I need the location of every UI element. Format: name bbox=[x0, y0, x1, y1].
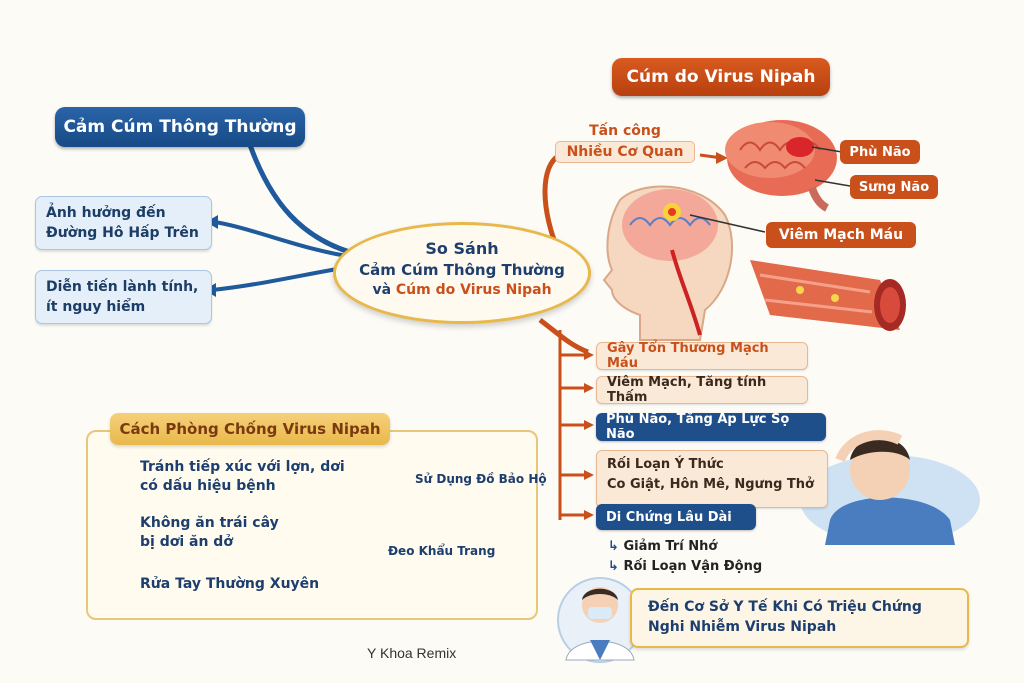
effect-consciousness: Rối Loạn Ý Thức Co Giật, Hôn Mê, Ngưng T… bbox=[596, 450, 828, 508]
center-line1: So Sánh bbox=[425, 239, 499, 258]
left-item-benign: Diễn tiến lành tính, ít nguy hiểm bbox=[35, 270, 212, 324]
sub-arrow-icon: ↳ bbox=[608, 559, 619, 574]
left-item2-line2: ít nguy hiểm bbox=[46, 299, 146, 315]
blood-vessel-icon bbox=[750, 260, 906, 331]
head-brain-icon bbox=[602, 185, 766, 341]
effect-memory: ↳ Giảm Trí Nhớ bbox=[608, 537, 717, 556]
left-title: Cảm Cúm Thông Thường bbox=[55, 107, 305, 147]
left-item2-line1: Diễn tiến lành tính, bbox=[46, 279, 199, 295]
prevention-avoid-animals: Tránh tiếp xúc với lợn, dơi có dấu hiệu … bbox=[140, 458, 345, 496]
effect-4-label: Co Giật, Hôn Mê, Ngưng Thở bbox=[607, 477, 814, 492]
effect-7-label: Rối Loạn Vận Động bbox=[623, 559, 763, 574]
attack-line1: Tấn công bbox=[589, 123, 661, 139]
sub-arrow-icon: ↳ bbox=[608, 539, 619, 554]
effect-6-label: Giảm Trí Nhớ bbox=[623, 539, 718, 554]
effect-1-label: Viêm Mạch, Tăng tính Thấm bbox=[607, 375, 767, 405]
prev-item0-line1: Tránh tiếp xúc với lợn, dơi bbox=[140, 459, 345, 475]
effect-vascular-damage: Gây Tổn Thương Mạch Máu bbox=[596, 341, 808, 371]
prevention-title: Cách Phòng Chống Virus Nipah bbox=[110, 413, 390, 445]
left-item-upper-respiratory: Ảnh hưởng đến Đường Hô Hấp Trên bbox=[35, 196, 212, 250]
prev-item0-line2: có dấu hiệu bệnh bbox=[140, 478, 276, 494]
center-title: So Sánh Cảm Cúm Thông Thường và Cúm do V… bbox=[333, 222, 591, 324]
effect-brain-edema: Phù Não, Tăng Áp Lực Sọ Não bbox=[596, 412, 826, 442]
tag-phu-nao: Phù Não bbox=[840, 140, 920, 164]
prev-item1-line1: Không ăn trái cây bbox=[140, 515, 279, 531]
tag-sung-nao: Sưng Não bbox=[850, 175, 938, 199]
prevention-no-fruit: Không ăn trái cây bị dơi ăn dở bbox=[140, 514, 279, 552]
effect-motor: ↳ Rối Loạn Vận Động bbox=[608, 557, 762, 576]
prevention-handwash: Rửa Tay Thường Xuyên bbox=[140, 575, 319, 594]
advice-line1: Đến Cơ Sở Y Tế Khi Có Triệu Chứng bbox=[648, 599, 922, 615]
center-line3-nipah: Cúm do Virus Nipah bbox=[395, 282, 552, 298]
center-line3-and: và bbox=[372, 282, 392, 298]
prev-item2-line1: Rửa Tay Thường Xuyên bbox=[140, 576, 320, 592]
prevention-panel bbox=[86, 430, 538, 620]
prevention-protective-gear: Sử Dụng Đồ Bảo Hộ bbox=[415, 470, 547, 489]
prev-item3-line1: Sử Dụng Đồ Bảo Hộ bbox=[415, 472, 547, 486]
advice-box: Đến Cơ Sở Y Tế Khi Có Triệu Chứng Nghi N… bbox=[630, 588, 969, 648]
effect-vasculitis: Viêm Mạch, Tăng tính Thấm bbox=[596, 375, 808, 405]
advice-line2: Nghi Nhiễm Virus Nipah bbox=[648, 619, 837, 635]
doctor-icon bbox=[557, 577, 643, 663]
attack-line2: Nhiều Cơ Quan bbox=[555, 141, 695, 163]
effect-0-label: Gây Tổn Thương Mạch Máu bbox=[607, 341, 769, 371]
attack-organs: Tấn công Nhiều Cơ Quan bbox=[555, 123, 695, 163]
brain-icon bbox=[725, 120, 851, 212]
prevention-mask: Đeo Khẩu Trang bbox=[388, 542, 495, 561]
credit-text: Y Khoa Remix bbox=[367, 645, 457, 661]
prev-item4-line1: Đeo Khẩu Trang bbox=[388, 544, 496, 558]
tag-viem-mach-mau: Viêm Mạch Máu bbox=[766, 222, 916, 248]
effect-long-term: Di Chứng Lâu Dài bbox=[596, 504, 756, 530]
left-item1-line1: Ảnh hưởng đến bbox=[46, 205, 166, 221]
sick-man-icon bbox=[800, 430, 980, 545]
left-item1-line2: Đường Hô Hấp Trên bbox=[46, 225, 199, 241]
right-title: Cúm do Virus Nipah bbox=[612, 58, 830, 96]
prev-item1-line2: bị dơi ăn dở bbox=[140, 534, 233, 550]
effect-3-label: Rối Loạn Ý Thức bbox=[607, 457, 724, 472]
center-line2: Cảm Cúm Thông Thường bbox=[359, 261, 565, 279]
effect-2-label: Phù Não, Tăng Áp Lực Sọ Não bbox=[606, 412, 790, 442]
effect-5-label: Di Chứng Lâu Dài bbox=[606, 509, 732, 525]
